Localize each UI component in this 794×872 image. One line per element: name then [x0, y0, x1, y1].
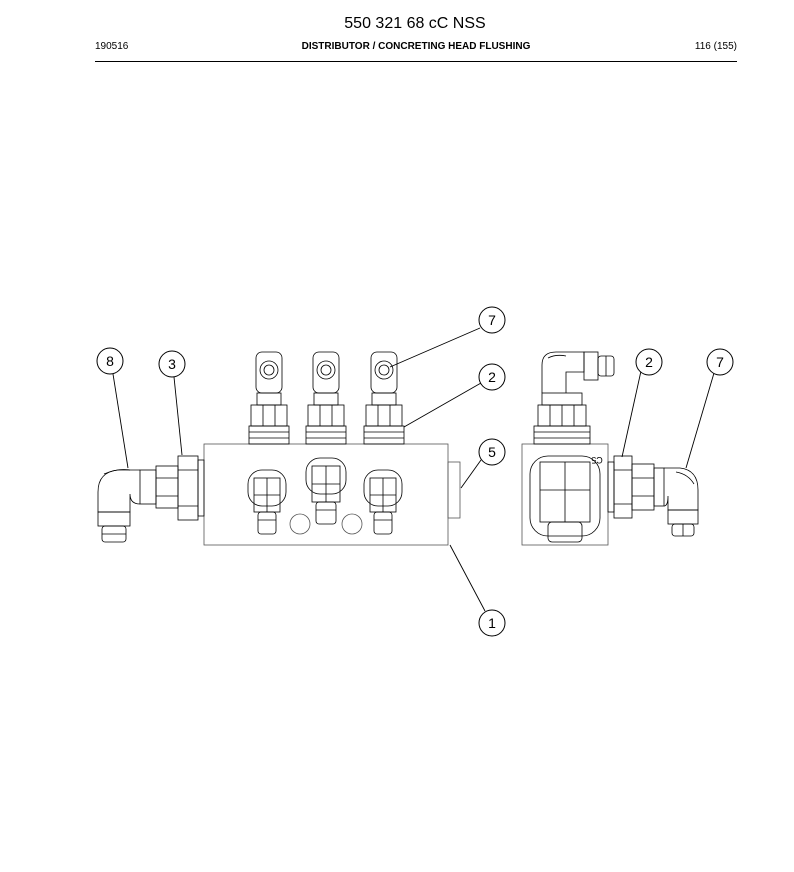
front-face-fittings — [247, 457, 403, 535]
callout-label: 3 — [168, 356, 176, 372]
header-divider — [95, 61, 737, 62]
top-fitting — [363, 351, 405, 445]
callout-label: 2 — [488, 369, 496, 385]
distributor-block-front — [203, 443, 461, 546]
front-fitting — [363, 469, 403, 535]
section-title: DISTRIBUTOR / CONCRETING HEAD FLUSHING — [301, 41, 531, 52]
side-right-elbow — [607, 455, 699, 537]
document-number: 550 321 68 cC NSS — [344, 15, 486, 32]
callout-label: 2 — [645, 354, 653, 370]
callout-2: 2 — [635, 348, 663, 376]
top-fittings — [248, 351, 405, 445]
page-header: 190516 DISTRIBUTOR / CONCRETING HEAD FLU… — [95, 41, 737, 55]
date-code: 190516 — [95, 41, 129, 52]
callout-8: 8 — [96, 347, 124, 375]
callout-5: 5 — [478, 438, 506, 466]
front-fitting — [305, 457, 347, 525]
port-mark: C5 — [591, 455, 603, 465]
callout-7: 7 — [706, 348, 734, 376]
callout-3: 3 — [158, 350, 186, 378]
callout-label: 5 — [488, 444, 496, 460]
callout-1: 1 — [478, 609, 506, 637]
callout-label: 7 — [716, 354, 724, 370]
side-top-fittings — [533, 351, 615, 445]
front-fitting — [247, 469, 287, 535]
callout-2: 2 — [478, 363, 506, 391]
callout-label: 8 — [106, 353, 114, 369]
top-fitting — [248, 351, 290, 445]
top-fitting — [305, 351, 347, 445]
callout-label: 1 — [488, 615, 496, 631]
callout-label: 7 — [488, 312, 496, 328]
callout-balloons: 8 3 7 2 5 1 2 7 — [96, 306, 734, 637]
left-elbow-fitting — [97, 455, 205, 543]
page-indicator: 116 (155) — [694, 41, 737, 52]
callout-7: 7 — [478, 306, 506, 334]
leader-lines — [112, 327, 715, 612]
